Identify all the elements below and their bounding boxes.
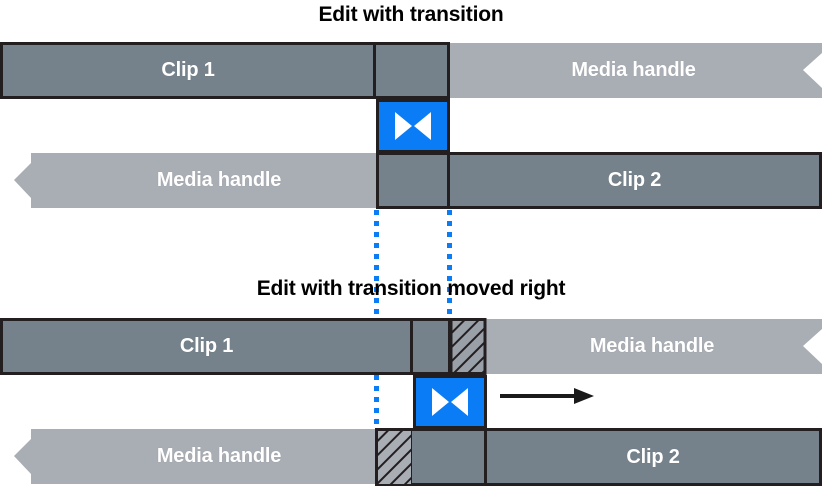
clip-1-top-label: Clip 1	[161, 59, 215, 81]
media-handle-left-bottom-label: Media handle	[156, 445, 282, 467]
media-handle-left-bottom	[14, 429, 414, 484]
media-handle-right-top	[445, 43, 822, 98]
media-handle-right-bottom-label-wrap: Media handle	[482, 318, 822, 375]
clip-1-overlap-top[interactable]	[376, 42, 450, 99]
move-direction-arrow-wrap	[498, 384, 596, 413]
clip-1-top[interactable]: Clip 1	[0, 42, 376, 99]
clip-1-added-frames-bottom[interactable]	[451, 318, 488, 375]
clip-2-top-label: Clip 2	[607, 169, 662, 191]
guide-line-original-transition-end	[447, 210, 452, 318]
media-handle-left-top	[14, 153, 454, 208]
transition-bowtie-icon	[432, 388, 468, 416]
media-handle-left-bottom-label-wrap: Media handle	[14, 428, 376, 485]
media-handle-right-bottom-label: Media handle	[589, 335, 715, 357]
media-handle-right-bottom	[482, 319, 822, 374]
clip-1-bottom[interactable]: Clip 1	[0, 318, 413, 375]
clip-1-bottom-label: Clip 1	[179, 335, 234, 357]
arrow-right-icon	[500, 388, 594, 404]
clip-2-overlap-bottom[interactable]	[412, 428, 487, 486]
clip-2-bottom-label: Clip 2	[626, 445, 680, 468]
clip-2-bottom[interactable]: Clip 2	[487, 428, 822, 486]
transition-block-bottom[interactable]	[413, 375, 487, 429]
clip-1-overlap-top-label	[376, 45, 447, 96]
guide-line-original-transition-start	[374, 210, 379, 318]
media-handle-left-top-label: Media handle	[156, 169, 282, 191]
media-handle-right-top-label: Media handle	[571, 59, 696, 81]
panel-title-top: Edit with transition	[318, 3, 504, 26]
clip-2-overlap-top[interactable]	[376, 152, 450, 209]
media-handle-right-top-label-wrap: Media handle	[445, 42, 822, 99]
panel-title-bottom: Edit with transition moved right	[256, 277, 566, 300]
transition-block-top[interactable]	[376, 99, 450, 153]
clip-1-overlap-bottom[interactable]	[413, 318, 451, 375]
clip-2-removed-frames-bottom[interactable]	[375, 428, 415, 486]
clip-2-top[interactable]: Clip 2	[450, 152, 822, 209]
guide-line-moved-transition-reference	[374, 375, 379, 431]
clip-2-overlap-top-label	[379, 155, 447, 206]
transition-bowtie-icon	[395, 112, 431, 140]
media-handle-left-top-label-wrap: Media handle	[14, 152, 376, 209]
clip-1-overlap-bottom-label	[413, 321, 448, 372]
clip-2-overlap-bottom-label	[412, 431, 484, 483]
